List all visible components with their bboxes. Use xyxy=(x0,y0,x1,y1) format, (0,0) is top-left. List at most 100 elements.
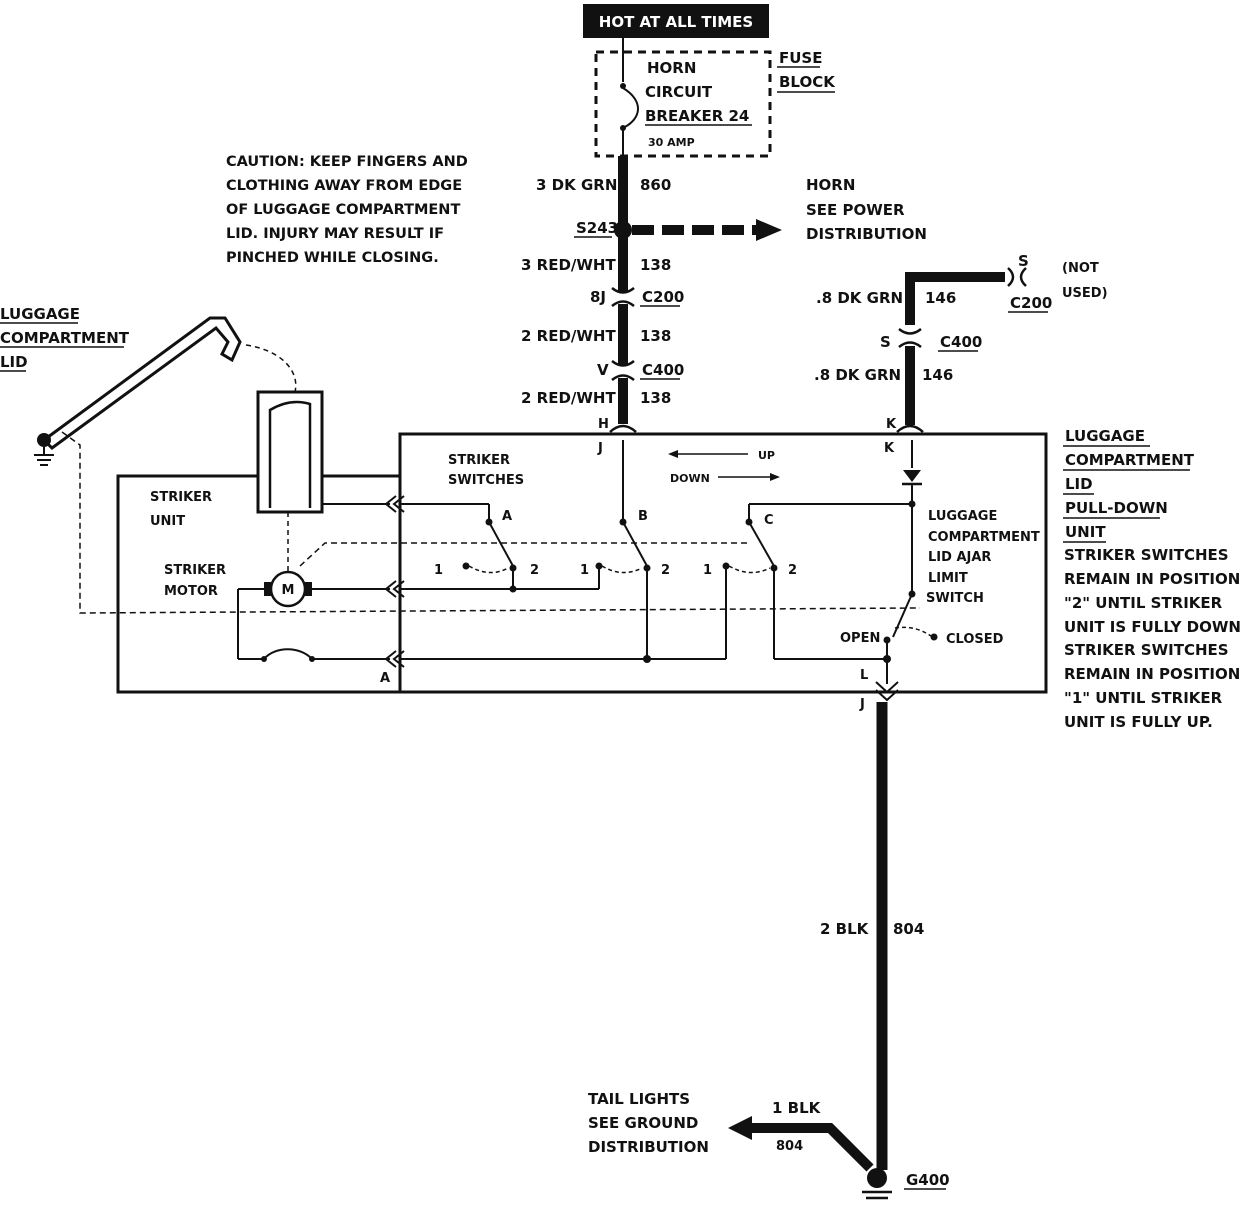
svg-text:OF LUGGAGE COMPARTMENT: OF LUGGAGE COMPARTMENT xyxy=(226,202,460,218)
luggage-lid-label-1: LUGGAGE xyxy=(0,305,80,323)
fuse-block: HORN CIRCUIT BREAKER 24 30 AMP FUSE BLOC… xyxy=(594,38,836,158)
switch-a-label: A xyxy=(502,509,512,524)
switch-b-pos1: 1 xyxy=(580,563,589,578)
dir-up-label: UP xyxy=(758,449,775,462)
wire-138b-gauge: 2 RED/WHT xyxy=(521,327,616,345)
pin-j-top: J xyxy=(597,441,603,456)
wire-146a-gauge: .8 DK GRN xyxy=(816,289,903,307)
svg-text:STRIKER SWITCHES: STRIKER SWITCHES xyxy=(1064,546,1229,564)
switch-a-pos2: 2 xyxy=(530,563,539,578)
not-used-2: USED) xyxy=(1062,286,1108,301)
striker-unit-label-1: STRIKER xyxy=(150,490,212,505)
pin-k-inner: K xyxy=(884,441,895,456)
wire-146b-circuit: 146 xyxy=(922,366,953,384)
ajar-label-1: LUGGAGE xyxy=(928,509,997,524)
switch-b-pos2: 2 xyxy=(661,563,670,578)
switch-c-pos1: 1 xyxy=(703,563,712,578)
wire-138b-circuit: 138 xyxy=(640,327,671,345)
luggage-lid: LUGGAGE COMPARTMENT LID xyxy=(0,305,921,614)
breaker-label-2: CIRCUIT xyxy=(645,83,713,101)
splice-s243-dot xyxy=(614,221,632,239)
not-used-1: (NOT xyxy=(1062,261,1099,276)
svg-text:PINCHED WHILE CLOSING.: PINCHED WHILE CLOSING. xyxy=(226,250,439,266)
switch-b-label: B xyxy=(638,509,648,524)
luggage-lid-label-3: LID xyxy=(0,353,28,371)
open-label: OPEN xyxy=(840,631,880,646)
striker-unit-label-2: UNIT xyxy=(150,514,185,529)
circuit-breaker-symbol xyxy=(622,87,639,129)
wire-138c-circuit: 138 xyxy=(640,389,671,407)
ajar-label-3: LID AJAR xyxy=(928,550,991,565)
luggage-lid-label-2: COMPARTMENT xyxy=(0,329,130,347)
lid-hook-icon xyxy=(41,316,242,450)
striker-notes: STRIKER SWITCHES REMAIN IN POSITION "2" … xyxy=(1064,546,1240,731)
unit-label-4: PULL-DOWN xyxy=(1065,499,1168,517)
tail-lights-label-3: DISTRIBUTION xyxy=(588,1138,709,1156)
wire-804b-gauge: 1 BLK xyxy=(772,1099,822,1117)
svg-text:"2" UNTIL STRIKER: "2" UNTIL STRIKER xyxy=(1064,594,1223,612)
breaker-label-3: BREAKER 24 xyxy=(645,107,749,125)
unit-label: LUGGAGE COMPARTMENT LID PULL-DOWN UNIT xyxy=(1063,427,1195,543)
caution-note: CAUTION: KEEP FINGERS AND CLOTHING AWAY … xyxy=(226,154,468,266)
hot-at-all-times-banner: HOT AT ALL TIMES xyxy=(583,4,769,38)
wire-138c-gauge: 2 RED/WHT xyxy=(521,389,616,407)
pin-j-bottom: J xyxy=(859,697,865,712)
closed-label: CLOSED xyxy=(946,632,1004,647)
svg-text:REMAIN IN POSITION: REMAIN IN POSITION xyxy=(1064,570,1240,588)
pin-h: H xyxy=(598,417,609,432)
g400-ground-dot xyxy=(867,1168,887,1188)
ajar-label-5: SWITCH xyxy=(926,591,984,606)
switch-c-label: C xyxy=(764,513,774,528)
fuse-block-label-2: BLOCK xyxy=(779,73,836,91)
wire-146a-circuit: 146 xyxy=(925,289,956,307)
c200-pin-left: 8J xyxy=(590,288,606,306)
motor-symbol: M xyxy=(282,583,295,598)
wire-804b-circuit: 804 xyxy=(776,1139,803,1154)
svg-text:UNIT IS FULLY DOWN.: UNIT IS FULLY DOWN. xyxy=(1064,618,1240,636)
striker-switches-label-2: SWITCHES xyxy=(448,473,524,488)
wire-860-circuit: 860 xyxy=(640,176,671,194)
g400-label: G400 xyxy=(906,1171,950,1189)
svg-text:REMAIN IN POSITION: REMAIN IN POSITION xyxy=(1064,665,1240,683)
wire-146 xyxy=(896,267,1027,433)
c400-left-label: C400 xyxy=(642,361,684,379)
svg-text:CLOTHING AWAY FROM EDGE: CLOTHING AWAY FROM EDGE xyxy=(226,178,462,194)
feed-wire xyxy=(609,156,782,433)
pull-down-unit-box: STRIKER SWITCHES UP DOWN A 1 2 B 1 2 xyxy=(299,432,1048,712)
unit-label-3: LID xyxy=(1065,475,1093,493)
hot-at-all-times-label: HOT AT ALL TIMES xyxy=(599,13,753,31)
svg-text:UNIT IS FULLY UP.: UNIT IS FULLY UP. xyxy=(1064,713,1213,731)
c200-right-label: C200 xyxy=(1010,294,1052,312)
wire-138a-gauge: 3 RED/WHT xyxy=(521,256,616,274)
horn-arrow-icon xyxy=(756,219,782,241)
wire-804a-circuit: 804 xyxy=(893,920,924,938)
unit-label-2: COMPARTMENT xyxy=(1065,451,1195,469)
splice-s243-label: S243 xyxy=(576,219,618,237)
wire-860-gauge: 3 DK GRN xyxy=(536,176,617,194)
ajar-label-4: LIMIT xyxy=(928,571,968,586)
tail-lights-arrow-icon xyxy=(728,1116,752,1140)
breaker-label-1: HORN xyxy=(647,59,696,77)
c200-connector-symbol xyxy=(611,287,635,294)
wire-804a-gauge: 2 BLK xyxy=(820,920,870,938)
c400-pin-left: V xyxy=(597,361,609,379)
c400-connector-symbol xyxy=(611,360,635,367)
unit-label-5: UNIT xyxy=(1065,523,1106,541)
tail-lights-label-1: TAIL LIGHTS xyxy=(588,1090,690,1108)
pin-a: A xyxy=(380,671,390,686)
striker-icon xyxy=(256,390,324,514)
c200-pin-right: S xyxy=(1018,252,1029,270)
dir-down-label: DOWN xyxy=(670,472,710,485)
svg-text:"1" UNTIL STRIKER: "1" UNTIL STRIKER xyxy=(1064,689,1223,707)
svg-text:CAUTION: KEEP FINGERS AND: CAUTION: KEEP FINGERS AND xyxy=(226,154,468,170)
ground-wire xyxy=(728,702,892,1200)
striker-switches-label-1: STRIKER xyxy=(448,453,510,468)
svg-text:STRIKER SWITCHES: STRIKER SWITCHES xyxy=(1064,641,1229,659)
pin-l: L xyxy=(860,668,868,683)
fuse-block-label-1: FUSE xyxy=(779,49,822,67)
circuit-breaker-icon xyxy=(263,648,313,660)
horn-label-2: SEE POWER xyxy=(806,201,905,219)
svg-text:LID. INJURY MAY RESULT IF: LID. INJURY MAY RESULT IF xyxy=(226,226,444,242)
c200-left-label: C200 xyxy=(642,288,684,306)
